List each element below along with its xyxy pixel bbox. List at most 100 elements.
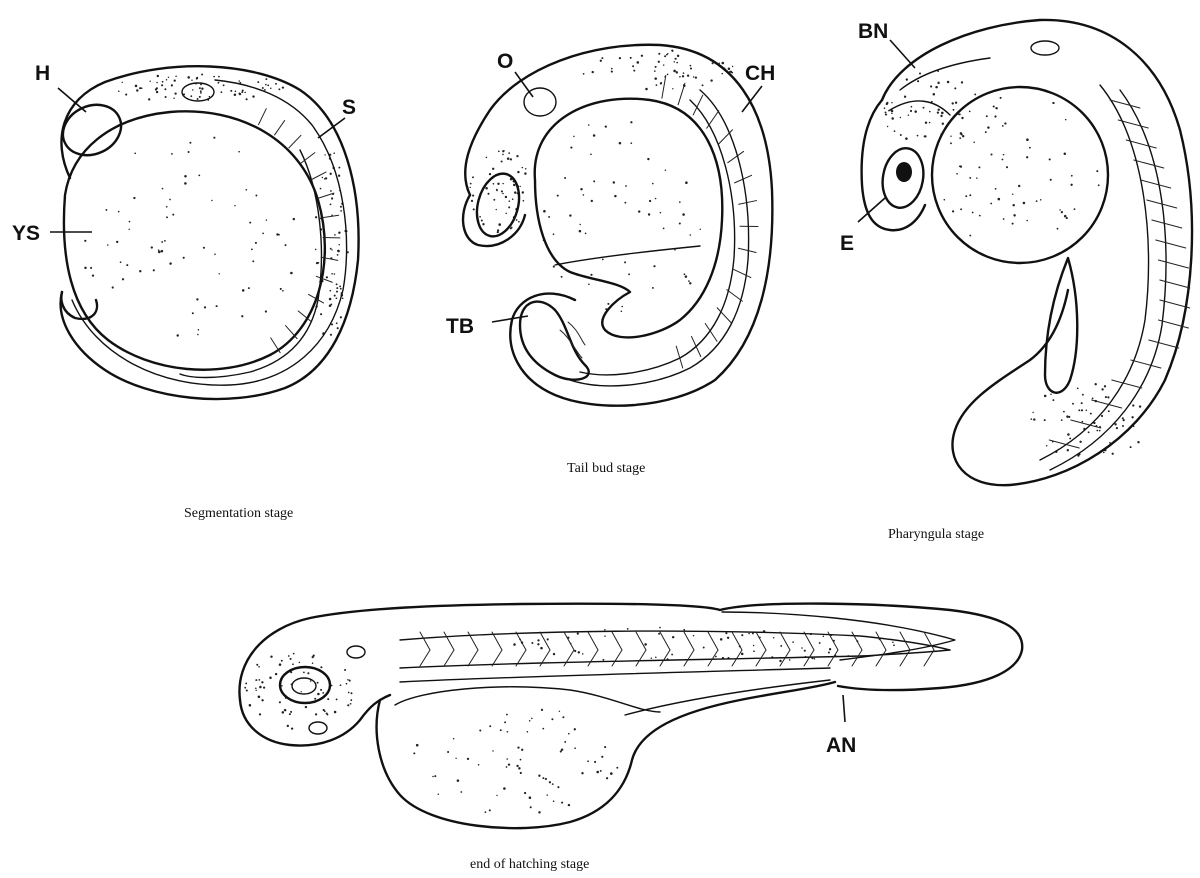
- stipple-dot: [339, 285, 341, 287]
- stipple-dot: [1012, 204, 1014, 206]
- stipple-dot: [753, 645, 755, 647]
- stipple-dot: [731, 72, 733, 74]
- hatching-somites: [420, 632, 934, 666]
- stipple-dot: [654, 70, 656, 72]
- tailbud-yolk-fold: [555, 246, 700, 265]
- stipple-dot: [234, 93, 237, 96]
- stipple-dot: [1026, 220, 1028, 222]
- stipple-dot: [720, 638, 723, 641]
- stipple-dot: [469, 187, 470, 188]
- segmentation-embryo: H S YS Segmentation stage: [12, 62, 359, 521]
- stipple-dot: [267, 85, 269, 87]
- stipple-dot: [337, 327, 339, 329]
- stipple-dot: [819, 642, 821, 644]
- stipple-dot: [538, 811, 540, 813]
- stipple-dot: [334, 295, 336, 297]
- stipple-dot: [337, 250, 340, 253]
- stipple-dot: [1088, 431, 1090, 433]
- stipple-dot: [192, 312, 194, 314]
- stipple-dot: [588, 124, 590, 126]
- tailbud-embryo: O CH TB Tail bud stage: [446, 45, 775, 476]
- stipple-dot: [492, 168, 494, 170]
- stipple-dot: [176, 334, 178, 336]
- stipple-dot: [513, 184, 515, 186]
- stipple-dot: [638, 210, 640, 212]
- stipple-dot: [577, 633, 579, 635]
- tailbud-tail-bud: [520, 302, 589, 380]
- stipple-dot: [310, 680, 312, 682]
- stipple-dot: [959, 137, 961, 139]
- pharyngula-somites: [1049, 100, 1190, 448]
- stipple-dot: [886, 103, 888, 105]
- stipple-dot: [105, 209, 107, 211]
- stipple-dot: [219, 273, 220, 274]
- stipple-dot: [621, 311, 623, 313]
- stipple-dot: [322, 177, 323, 178]
- stipple-dot: [453, 738, 454, 739]
- stipple-dot: [278, 88, 280, 90]
- stipple-dot: [500, 729, 502, 731]
- stipple-dot: [1018, 185, 1020, 187]
- stipple-dot: [438, 793, 439, 794]
- stipple-dot: [613, 181, 615, 183]
- stipple-dot: [823, 636, 825, 638]
- hatching-stipple: [244, 627, 895, 814]
- stipple-dot: [522, 191, 524, 193]
- stipple-dot: [200, 92, 202, 94]
- stipple-dot: [557, 786, 559, 788]
- stipple-dot: [602, 659, 604, 661]
- stipple-dot: [952, 102, 954, 104]
- stipple-dot: [917, 80, 919, 82]
- stipple-dot: [1116, 427, 1118, 429]
- segmentation-somite-leader: [318, 118, 345, 138]
- stipple-dot: [1031, 418, 1033, 420]
- stipple-dot: [619, 57, 621, 59]
- stipple-dot: [330, 334, 332, 336]
- stipple-dot: [675, 58, 677, 60]
- stipple-dot: [604, 746, 606, 748]
- stipple-dot: [527, 731, 529, 733]
- stipple-dot: [502, 154, 504, 156]
- stipple-dot: [590, 274, 592, 276]
- stipple-dot: [326, 276, 328, 278]
- stipple-dot: [188, 151, 190, 153]
- stipple-dot: [582, 653, 584, 655]
- stipple-dot: [347, 704, 349, 706]
- stipple-dot: [258, 679, 260, 681]
- stipple-dot: [652, 287, 654, 289]
- stipple-dot: [904, 96, 906, 98]
- stipple-dot: [1023, 202, 1026, 205]
- stipple-dot: [199, 87, 201, 89]
- pharyngula-yolk-ball: [932, 87, 1108, 263]
- stipple-dot: [187, 76, 190, 79]
- stipple-dot: [290, 658, 292, 660]
- stipple-dot: [564, 741, 566, 743]
- stipple-dot: [489, 809, 491, 811]
- somite-boundary: [732, 632, 742, 650]
- stipple-dot: [677, 55, 679, 57]
- stipple-dot: [910, 110, 912, 112]
- stipple-dot: [158, 251, 161, 254]
- stipple-dot: [545, 778, 547, 780]
- label-otic: O: [497, 50, 513, 73]
- stipple-dot: [282, 290, 284, 292]
- stipple-dot: [519, 186, 520, 187]
- stipple-dot: [121, 82, 122, 83]
- somite-boundary: [271, 338, 280, 353]
- stipple-dot: [514, 191, 516, 193]
- somite-boundary: [734, 270, 751, 278]
- stipple-dot: [917, 135, 919, 137]
- stipple-dot: [496, 190, 498, 192]
- stipple-dot: [549, 781, 551, 783]
- stipple-dot: [658, 633, 660, 635]
- stipple-dot: [894, 130, 896, 132]
- stipple-dot: [337, 254, 339, 256]
- stipple-dot: [814, 658, 816, 660]
- somite-boundary: [588, 632, 598, 650]
- stipple-dot: [885, 111, 887, 113]
- hatching-jaw: [309, 722, 327, 734]
- stipple-dot: [998, 198, 1001, 201]
- stipple-dot: [139, 87, 141, 89]
- stipple-dot: [906, 78, 908, 80]
